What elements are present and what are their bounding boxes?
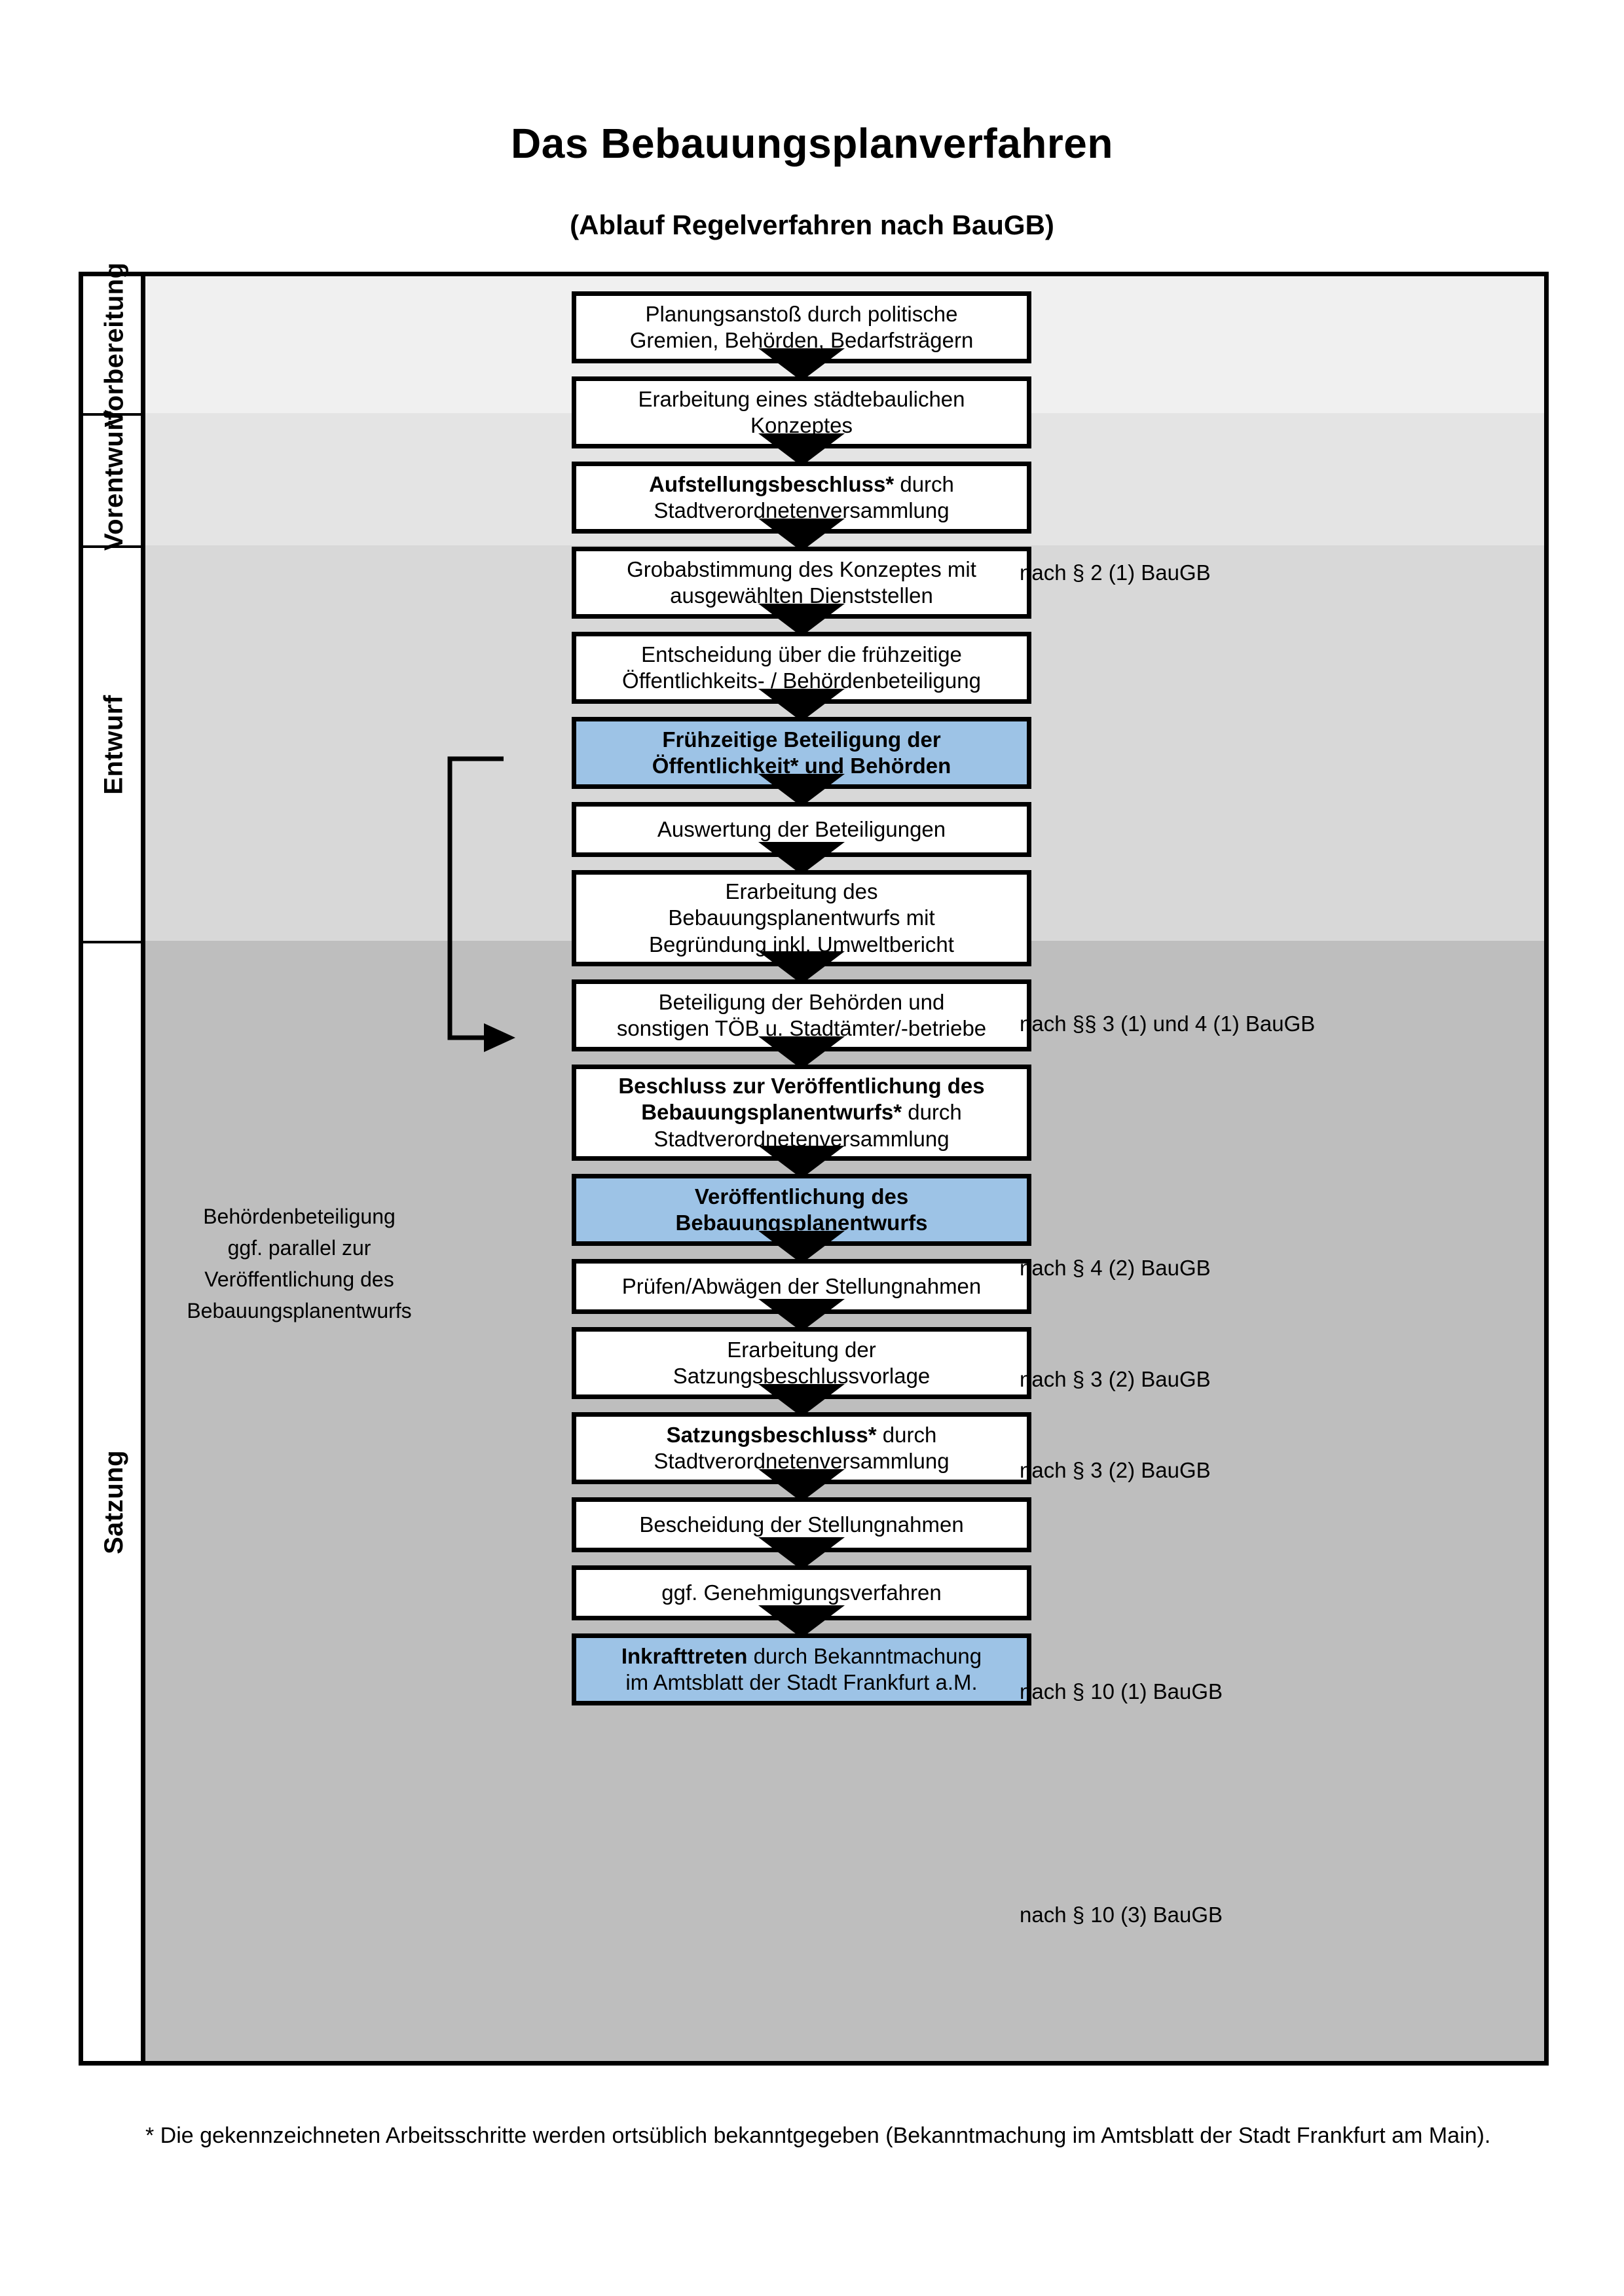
connector-arrow bbox=[758, 604, 845, 636]
step-line-2: Bebauungsplanentwurfs mit bbox=[668, 905, 935, 930]
phase-label-vorbereitung: Vorbereitung bbox=[100, 262, 128, 428]
step-bold-text: Inkrafttreten bbox=[621, 1643, 748, 1668]
step-line-1: Satzungsbeschluss* durch bbox=[666, 1422, 937, 1447]
connector-arrow bbox=[758, 1469, 845, 1502]
phase-cell-satzung: Satzung bbox=[83, 941, 145, 2061]
phase-label-entwurf: Entwurf bbox=[100, 694, 128, 795]
step-line-1: Erarbeitung der bbox=[727, 1337, 876, 1362]
step-line-1: Auswertung der Beteiligungen bbox=[657, 816, 946, 841]
step-inkrafttreten[interactable]: Inkrafttreten durch Bekanntmachung im Am… bbox=[572, 1633, 1031, 1705]
step-line-1: Frühzeitige Beteiligung der bbox=[662, 727, 941, 752]
connector-arrow bbox=[758, 433, 845, 466]
connector-arrow bbox=[758, 842, 845, 875]
connector-arrow bbox=[758, 348, 845, 381]
step-bold-text: Satzungsbeschluss* bbox=[666, 1422, 877, 1447]
step-line-1: Inkrafttreten durch Bekanntmachung bbox=[621, 1643, 982, 1668]
step-line-1: Grobabstimmung des Konzeptes mit bbox=[627, 556, 976, 581]
step-line-2: Stadtverordnetenversammlung bbox=[654, 498, 950, 522]
legal-ref-4-2: nach § 4 (2) BauGB bbox=[1020, 1256, 1211, 1280]
annotation-line-1: Behördenbeteiligung bbox=[203, 1205, 396, 1228]
connector-arrow bbox=[758, 1605, 845, 1638]
phase-label-satzung: Satzung bbox=[100, 1449, 129, 1555]
connector-arrow bbox=[758, 774, 845, 807]
connector-arrow bbox=[758, 1384, 845, 1417]
step-line-1: Prüfen/Abwägen der Stellungnahmen bbox=[621, 1273, 982, 1298]
connector-arrow bbox=[758, 1231, 845, 1264]
step-line-1: Beschluss zur Veröffentlichung des bbox=[618, 1073, 984, 1099]
step-line-1: Beteiligung der Behörden und bbox=[658, 989, 945, 1014]
legal-ref-3-1-4-1: nach §§ 3 (1) und 4 (1) BauGB bbox=[1020, 1011, 1316, 1036]
step-line-1: ggf. Genehmigungsverfahren bbox=[661, 1580, 942, 1605]
step-line-2: Bebauungsplanentwurfs* durch bbox=[641, 1100, 962, 1125]
step-line-2: Gremien, Behörden, Bedarfsträgern bbox=[629, 328, 974, 352]
footnote: * Die gekennzeichneten Arbeitsschritte w… bbox=[145, 2123, 1491, 2148]
phase-rail: Vorbereitung Vorentwurf Entwurf Satzung bbox=[83, 263, 145, 2061]
step-bold-text-2: Bebauungsplanentwurfs* bbox=[641, 1100, 902, 1125]
step-line-1: Erarbeitung des bbox=[725, 879, 878, 904]
step-pruefen-abwaegen[interactable]: Prüfen/Abwägen der Stellungnahmen bbox=[572, 1259, 1031, 1314]
step-line-2: Bebauungsplanentwurfs bbox=[675, 1211, 928, 1235]
step-line-2: sonstigen TÖB u. Stadtämter/-betriebe bbox=[616, 1016, 987, 1040]
connector-arrow bbox=[758, 519, 845, 551]
connector-arrow bbox=[758, 689, 845, 721]
connector-arrow bbox=[758, 951, 845, 984]
legal-ref-10-3: nach § 10 (3) BauGB bbox=[1020, 1903, 1223, 1927]
legal-ref-10-1: nach § 10 (1) BauGB bbox=[1020, 1679, 1223, 1704]
step-line-2: Satzungsbeschlussvorlage bbox=[673, 1364, 931, 1388]
annotation-line-2: ggf. parallel zur bbox=[227, 1236, 371, 1260]
annotation-line-4: Bebauungsplanentwurfs bbox=[187, 1299, 412, 1322]
connector-arrow bbox=[758, 1146, 845, 1178]
phase-cell-entwurf: Entwurf bbox=[83, 545, 145, 941]
phase-cell-vorbereitung: Vorbereitung bbox=[83, 263, 145, 428]
phase-cell-vorentwurf: Vorentwurf bbox=[83, 410, 145, 551]
connector-arrow bbox=[758, 1036, 845, 1069]
step-planungsanstoss[interactable]: Planungsanstoß durch politische Gremien,… bbox=[572, 291, 1031, 363]
step-line-2: Öffentlichkeits- / Behördenbeteiligung bbox=[622, 668, 981, 693]
legal-ref-3-2-a: nach § 3 (2) BauGB bbox=[1020, 1367, 1211, 1391]
step-line-1: Planungsanstoß durch politische bbox=[645, 301, 958, 326]
page-subtitle: (Ablauf Regelverfahren nach BauGB) bbox=[570, 210, 1054, 240]
phase-label-vorentwurf: Vorentwurf bbox=[100, 410, 128, 551]
step-bold-text: Beschluss zur Veröffentlichung des bbox=[618, 1074, 985, 1099]
step-line-1: Bescheidung der Stellungnahmen bbox=[639, 1512, 964, 1537]
step-line-1: Veröffentlichung des bbox=[694, 1184, 909, 1209]
process-boxes: Planungsanstoß durch politische Gremien,… bbox=[145, 276, 1544, 2061]
step-line-2: Öffentlichkeit* und Behörden bbox=[652, 754, 951, 778]
step-line-2: im Amtsblatt der Stadt Frankfurt a.M. bbox=[625, 1670, 978, 1694]
step-line-1: Entscheidung über die frühzeitige bbox=[641, 642, 962, 666]
legal-ref-2-1: nach § 2 (1) BauGB bbox=[1020, 560, 1211, 585]
step-line-2: Konzeptes bbox=[750, 413, 853, 437]
step-line-2: Stadtverordnetenversammlung bbox=[654, 1449, 950, 1473]
parallel-process-annotation: Behördenbeteiligung ggf. parallel zur Ve… bbox=[162, 1201, 437, 1326]
step-line-1: Aufstellungsbeschluss* durch bbox=[649, 471, 954, 496]
step-line-1: Erarbeitung eines städtebaulichen bbox=[638, 386, 965, 411]
step-line-2: ausgewählten Dienststellen bbox=[670, 583, 933, 608]
step-bold-text: Aufstellungsbeschluss* bbox=[649, 471, 895, 496]
page-title: Das Bebauungsplanverfahren bbox=[511, 120, 1113, 167]
legal-ref-3-2-b: nach § 3 (2) BauGB bbox=[1020, 1458, 1211, 1482]
connector-arrow bbox=[758, 1299, 845, 1332]
connector-arrow bbox=[758, 1537, 845, 1570]
annotation-line-3: Veröffentlichung des bbox=[204, 1267, 394, 1291]
step-auswertung[interactable]: Auswertung der Beteiligungen bbox=[572, 802, 1031, 857]
flowchart-frame: Vorbereitung Vorentwurf Entwurf Satzung … bbox=[79, 263, 1549, 2066]
